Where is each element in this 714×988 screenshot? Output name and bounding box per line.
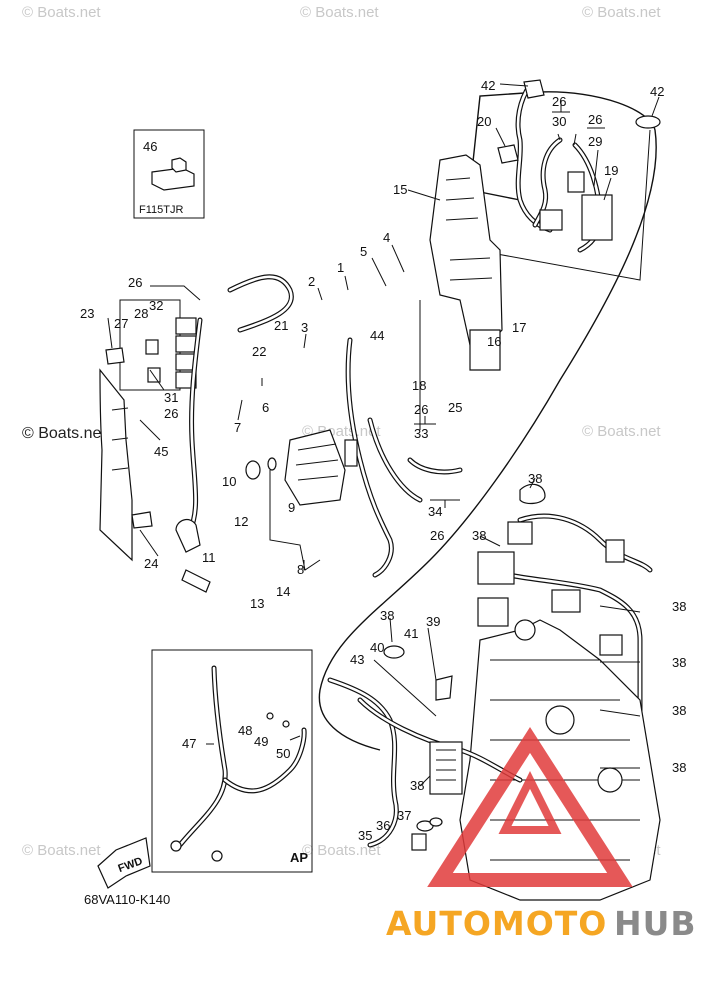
logo-text-automoto: AUTOMOTO bbox=[386, 904, 607, 943]
callout-26-relay: 26 bbox=[128, 275, 142, 290]
callout-labels: 42 42 26 30 26 29 20 19 15 5 4 1 2 3 26 … bbox=[80, 78, 686, 843]
callout-8: 8 bbox=[297, 562, 304, 577]
callout-26-mid: 26 bbox=[414, 402, 428, 417]
callout-3: 3 bbox=[301, 320, 308, 335]
callout-38-r4: 38 bbox=[672, 760, 686, 775]
drawing-code: 68VA110-K140 bbox=[84, 892, 170, 907]
callout-29: 29 bbox=[588, 134, 602, 149]
callout-26-bottom: 26 bbox=[430, 528, 444, 543]
callout-4: 4 bbox=[383, 230, 390, 245]
callout-25: 25 bbox=[448, 400, 462, 415]
rectifier-block bbox=[245, 429, 358, 571]
callout-14: 14 bbox=[276, 584, 290, 599]
callout-32: 32 bbox=[149, 298, 163, 313]
callout-50: 50 bbox=[276, 746, 290, 761]
inset-f115tjr: 46 F115TJR bbox=[133, 129, 205, 219]
callout-38-r1: 38 bbox=[672, 599, 686, 614]
callout-15: 15 bbox=[393, 182, 407, 197]
callout-47: 47 bbox=[182, 736, 196, 751]
callout-38-coil: 38 bbox=[472, 528, 486, 543]
callout-37: 37 bbox=[397, 808, 411, 823]
callout-10: 10 bbox=[222, 474, 236, 489]
callout-33: 33 bbox=[414, 426, 428, 441]
watermark-bottom-center: © Boats.net bbox=[302, 842, 381, 859]
callout-38-mid: 38 bbox=[380, 608, 394, 623]
callout-6: 6 bbox=[262, 400, 269, 415]
callout-22: 22 bbox=[252, 344, 266, 359]
callout-21: 21 bbox=[274, 318, 288, 333]
callout-19: 19 bbox=[604, 163, 618, 178]
callout-12: 12 bbox=[234, 514, 248, 529]
callout-38-r2: 38 bbox=[672, 655, 686, 670]
callout-1: 1 bbox=[337, 260, 344, 275]
callout-38-r3: 38 bbox=[672, 703, 686, 718]
callout-16: 16 bbox=[487, 334, 501, 349]
callout-28: 28 bbox=[134, 306, 148, 321]
callout-26-lower: 26 bbox=[164, 406, 178, 421]
callout-5: 5 bbox=[360, 244, 367, 259]
callout-18: 18 bbox=[412, 378, 426, 393]
callout-49: 49 bbox=[254, 734, 268, 749]
outline-curves bbox=[318, 91, 657, 751]
watermark-bottom-left: © Boats.net bbox=[22, 842, 101, 859]
callout-17: 17 bbox=[512, 320, 526, 335]
plug-cap bbox=[175, 518, 211, 593]
leader-lines bbox=[107, 83, 660, 787]
watermark-mid-right: © Boats.net bbox=[582, 423, 661, 440]
main-harness bbox=[187, 274, 463, 578]
upper-harness bbox=[497, 79, 661, 253]
callout-20: 20 bbox=[477, 114, 491, 129]
callout-38-low: 38 bbox=[410, 778, 424, 793]
electrical-bracket bbox=[429, 154, 503, 371]
logo-triangle bbox=[427, 727, 633, 887]
callout-9: 9 bbox=[288, 500, 295, 515]
callout-30: 30 bbox=[552, 114, 566, 129]
callout-40: 40 bbox=[370, 640, 384, 655]
callout-26-right: 26 bbox=[588, 112, 602, 127]
callout-31: 31 bbox=[164, 390, 178, 405]
callout-2: 2 bbox=[308, 274, 315, 289]
callout-48: 48 bbox=[238, 723, 252, 738]
callout-7: 7 bbox=[234, 420, 241, 435]
callout-23: 23 bbox=[80, 306, 94, 321]
callout-42-left: 42 bbox=[481, 78, 495, 93]
left-cover bbox=[99, 347, 153, 562]
logo-text-hub: HUB bbox=[614, 904, 697, 943]
callout-26-top: 26 bbox=[552, 94, 566, 109]
automotohub-logo: AUTOMOTO HUB bbox=[386, 904, 697, 943]
callout-36: 36 bbox=[376, 818, 390, 833]
callout-24: 24 bbox=[144, 556, 158, 571]
callout-38-top: 38 bbox=[528, 471, 542, 486]
callout-43: 43 bbox=[350, 652, 364, 667]
callout-46: 46 bbox=[143, 139, 157, 154]
fwd-arrow: FWD bbox=[97, 837, 151, 889]
watermark-top-left: © Boats.net bbox=[22, 4, 101, 21]
callout-41: 41 bbox=[404, 626, 418, 641]
callout-27: 27 bbox=[114, 316, 128, 331]
callout-11: 11 bbox=[202, 550, 216, 565]
callout-35: 35 bbox=[358, 828, 372, 843]
callout-39: 39 bbox=[426, 614, 440, 629]
lower-harness bbox=[327, 645, 523, 851]
inset-ap: AP bbox=[151, 649, 313, 873]
watermark-top-right: © Boats.net bbox=[582, 4, 661, 21]
callout-13: 13 bbox=[250, 596, 264, 611]
callout-42-right: 42 bbox=[650, 84, 664, 99]
callout-45: 45 bbox=[154, 444, 168, 459]
watermark-top-center: © Boats.net bbox=[300, 4, 379, 21]
watermark-dark: © Boats.net bbox=[22, 425, 106, 442]
inset-ap-label: AP bbox=[290, 850, 308, 865]
callout-44: 44 bbox=[370, 328, 384, 343]
inset-model-label: F115TJR bbox=[139, 204, 183, 216]
callout-34: 34 bbox=[428, 504, 442, 519]
